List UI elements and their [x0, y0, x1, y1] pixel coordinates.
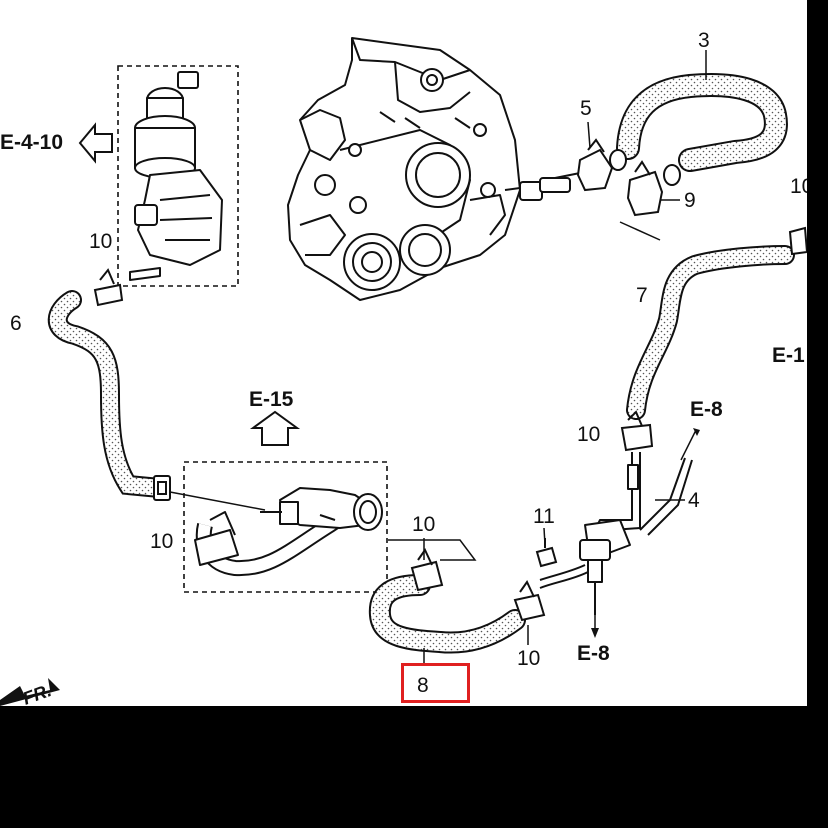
arrow-up-e15 [249, 410, 301, 446]
clamp-5 [576, 138, 627, 192]
parts-diagram: 3 5 9 10 10 6 7 10 4 11 10 10 10 8 E-4-1… [0, 0, 807, 706]
label-part-10-center: 10 [412, 513, 436, 536]
egr-valve [129, 71, 223, 281]
front-arrow-icon [0, 678, 60, 706]
highlight-part-8 [401, 663, 470, 703]
diagram-artwork [0, 37, 807, 706]
bolt-11 [535, 538, 558, 568]
ref-e-8-bottom[interactable]: E-8 [577, 642, 610, 665]
clamp-10-hose8-right [513, 580, 546, 622]
ref-e-4-10[interactable]: E-4-10 [0, 131, 64, 154]
label-part-10-left: 10 [150, 530, 174, 553]
clamp-10-right-mid [620, 410, 654, 452]
egr-dashed-box [117, 65, 239, 287]
label-part-11: 11 [533, 505, 555, 528]
engine-block [287, 37, 586, 301]
label-part-3: 3 [698, 29, 710, 52]
clamp-10-top-right [788, 226, 807, 256]
ref-e-8-top[interactable]: E-8 [690, 398, 723, 421]
label-part-10-right: 10 [577, 423, 601, 446]
label-part-4: 4 [688, 489, 700, 512]
label-part-7: 7 [636, 284, 648, 307]
ref-e-15[interactable]: E-15 [249, 388, 294, 411]
label-part-10-egr: 10 [89, 230, 113, 253]
clamp-10-hose8-left [410, 548, 444, 592]
ref-e-1-partial[interactable]: E-1 [772, 344, 805, 367]
label-part-9: 9 [684, 189, 696, 212]
clamp-9 [626, 160, 681, 217]
label-part-8: 8 [417, 674, 429, 697]
label-part-10-edge: 10 [790, 175, 807, 198]
water-pipe [194, 487, 383, 577]
pipe-4 [539, 452, 693, 615]
pipe-dashed-box [183, 461, 388, 593]
label-part-6: 6 [10, 312, 22, 335]
clamp-10-mid-left [153, 475, 171, 501]
leader-10-pipe [169, 491, 266, 511]
arrow-left-e410 [78, 122, 113, 164]
label-part-5: 5 [580, 97, 592, 120]
label-part-10-bottom: 10 [517, 647, 541, 670]
clamp-10-top-left [93, 268, 124, 307]
